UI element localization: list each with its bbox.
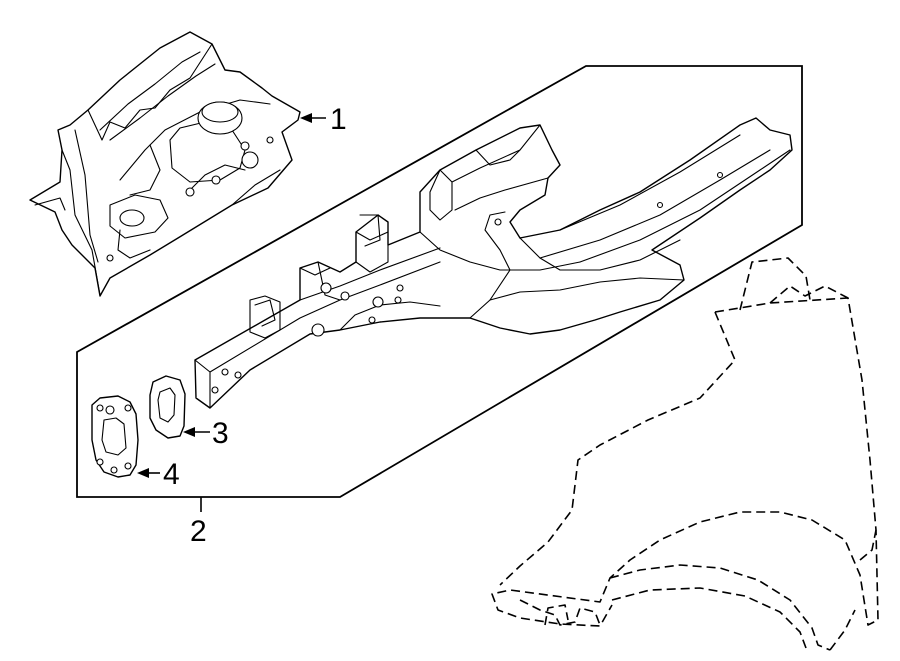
callout-3: 3: [183, 417, 229, 450]
callout-1: 1: [300, 103, 347, 136]
callout-label-3: 3: [212, 417, 229, 450]
callout-label-2: 2: [190, 515, 207, 548]
callout-label-1: 1: [330, 103, 347, 136]
callout-2: 2: [190, 497, 207, 548]
part-3-seal: [149, 375, 186, 439]
part-4-bracket-plate: [91, 395, 139, 478]
callout-4: 4: [137, 458, 180, 491]
callout-label-4: 4: [163, 458, 180, 491]
part-1-wheel-housing: [29, 31, 301, 297]
part-2-frame-rail: [194, 117, 793, 409]
fender-reference-outline: [491, 257, 879, 651]
